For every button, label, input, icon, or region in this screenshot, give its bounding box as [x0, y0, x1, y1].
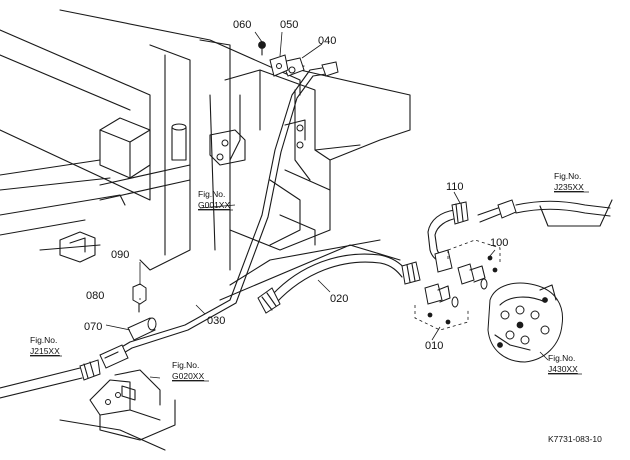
fig-ref-code-j430: J430XX — [548, 364, 578, 374]
hydraulic-block — [487, 282, 564, 363]
figure-references: Fig.No. G001XX Fig.No. J235XX Fig.No. J2… — [30, 171, 589, 382]
fittings-010 — [414, 283, 469, 331]
fig-ref-code-j215: J215XX — [30, 346, 60, 356]
fig-ref-code-g001: G001XX — [198, 200, 230, 210]
label-030: 030 — [207, 315, 225, 327]
label-040: 040 — [318, 35, 336, 47]
fig-ref-code-j235: J235XX — [554, 182, 584, 192]
fig-ref-prefix-j235: Fig.No. — [554, 171, 581, 181]
fig-ref-prefix-g001: Fig.No. — [198, 189, 225, 199]
fig-ref-prefix-j215: Fig.No. — [30, 335, 57, 345]
fig-ref-code-g020: G020XX — [172, 371, 204, 381]
label-080: 080 — [86, 290, 104, 302]
fig-ref-prefix-g020: Fig.No. — [172, 360, 199, 370]
label-110: 110 — [446, 181, 464, 193]
label-070: 070 — [84, 321, 102, 333]
hose-right-j235 — [477, 199, 613, 227]
tractor-frame — [0, 9, 411, 301]
fittings-100 — [447, 239, 501, 290]
label-050: 050 — [280, 19, 298, 31]
label-060: 060 — [233, 19, 251, 31]
label-100: 100 — [490, 237, 508, 249]
bolt-060 — [258, 41, 266, 56]
label-020: 020 — [330, 293, 348, 305]
hose-020 — [257, 253, 421, 314]
pipe-110 — [427, 201, 469, 273]
part-labels: 060 050 040 110 100 090 080 070 030 020 … — [84, 19, 508, 352]
pipe-030 — [119, 57, 339, 355]
label-010: 010 — [425, 340, 443, 352]
fitting-070-080-090 — [59, 283, 176, 451]
label-090: 090 — [111, 249, 129, 261]
leader-lines — [105, 31, 549, 379]
hose-left-j215 — [0, 359, 101, 399]
drawing-code: K7731-083-10 — [548, 434, 602, 444]
clamp-050 — [269, 54, 289, 77]
fig-ref-prefix-j430: Fig.No. — [548, 353, 575, 363]
